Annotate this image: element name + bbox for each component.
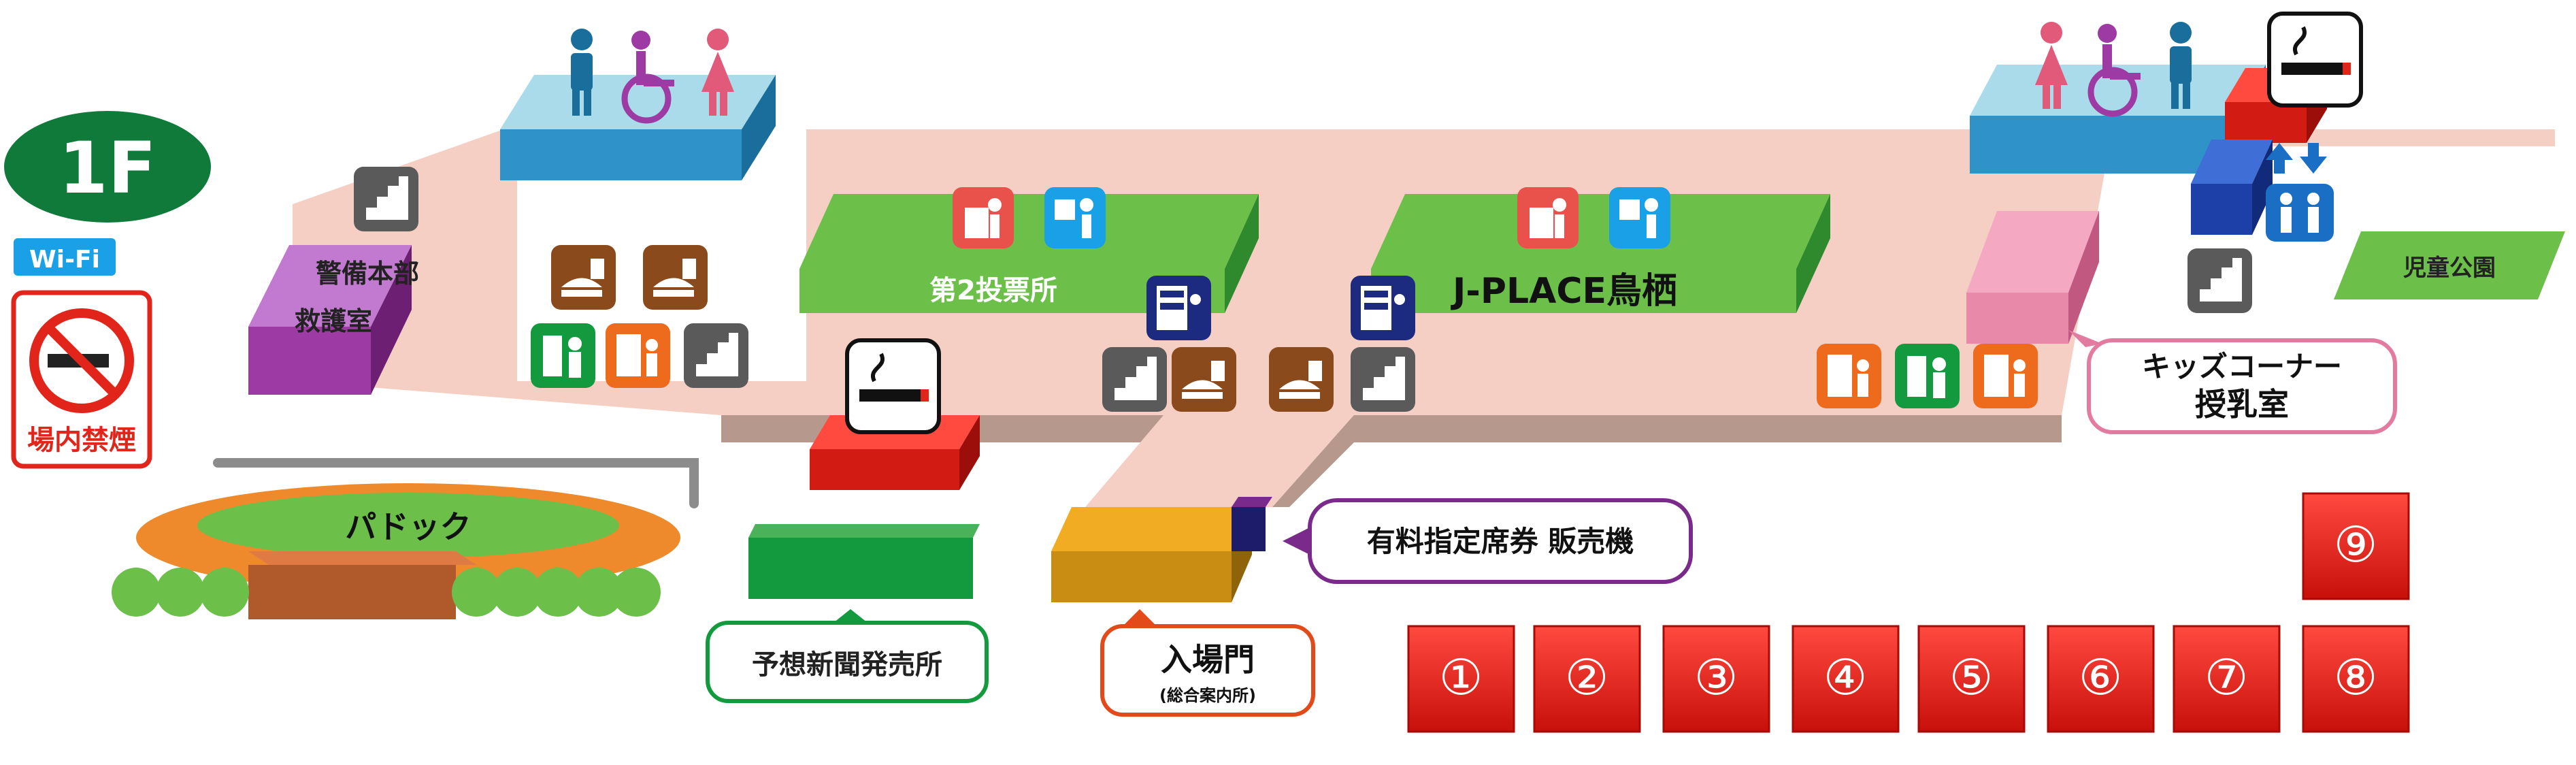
second-betting-label: 第2投票所 (929, 275, 1057, 306)
wifi-label: Wi-Fi (29, 246, 100, 274)
restroom-block-left (500, 75, 776, 180)
stand-section-6[interactable]: ⑥ (2047, 625, 2155, 733)
male-toilet-icon (571, 29, 593, 116)
food-icon-3 (1172, 347, 1236, 412)
no-smoking-badge: 場内禁煙 (11, 290, 152, 469)
stand-section-3[interactable]: ③ (1662, 625, 1770, 733)
reserved-seat-label: 有料指定席券 販売機 (1367, 525, 1634, 558)
food-icon-4 (1269, 347, 1334, 412)
first-aid-label: 救護室 (295, 306, 372, 336)
elevator-hall-right (2191, 140, 2273, 235)
paddock-label: パドック (345, 508, 471, 545)
nursing-room-label: 授乳室 (2195, 386, 2289, 423)
newspaper-stand (748, 524, 980, 599)
stand-section-label: ⑤ (1949, 649, 1994, 706)
male-toilet-icon-right (2170, 22, 2192, 109)
stand-section-1[interactable]: ① (1407, 625, 1515, 733)
female-toilet-icon-right (2035, 22, 2068, 109)
elevator-icon (2266, 143, 2334, 242)
wheelchair-toilet-icon-right (2087, 24, 2141, 117)
stand-section-4[interactable]: ④ (1791, 625, 1900, 733)
newspaper-label: 予想新聞発売所 (752, 649, 942, 681)
newspaper-callout[interactable]: 予想新聞発売所 (706, 609, 989, 703)
stairs-icon-5 (2187, 248, 2252, 313)
stairs-icon-2 (684, 323, 748, 388)
atm-icon (531, 323, 595, 388)
floor-badge: 1F (4, 111, 211, 223)
jplace-hall: J-PLACE鳥栖 (1371, 194, 1830, 313)
vending-icon (606, 323, 670, 388)
kids-corner-callout[interactable]: キッズコーナー 授乳室 (2068, 330, 2397, 434)
food-icon-2 (643, 245, 708, 310)
stand-section-label: ③ (1694, 649, 1738, 706)
entrance-callout[interactable]: 入場門 (総合案内所) (1100, 609, 1315, 717)
vending-icon-3 (1973, 344, 2038, 408)
stand-section-label: ⑥ (2079, 649, 2123, 706)
wheelchair-toilet-icon (621, 31, 674, 124)
wifi-badge: Wi-Fi (14, 238, 116, 276)
stairs-icon (354, 167, 418, 231)
stand-section-7[interactable]: ⑦ (2173, 625, 2281, 733)
stand-section-label: ④ (1823, 649, 1868, 706)
ticket-machine-icon (1146, 276, 1211, 340)
betting-machine-icon-2 (1517, 187, 1579, 248)
female-toilet-icon (701, 29, 734, 116)
stand-section-2[interactable]: ② (1533, 625, 1641, 733)
smoking-area-icon-right (2267, 12, 2363, 108)
entrance-gate (1051, 497, 1272, 602)
stand-section-label: ⑧ (2334, 649, 2378, 706)
kids-corner-label: キッズコーナー (2142, 350, 2342, 383)
ticket-machine-icon-2 (1351, 276, 1415, 340)
betting-machine-icon (953, 187, 1014, 248)
floor-label: 1F (59, 127, 156, 210)
stand-section-label: ⑨ (2334, 516, 2378, 573)
payout-machine-icon (1044, 187, 1106, 248)
stand-section-label: ⑦ (2205, 649, 2249, 706)
kids-corner-block (1966, 211, 2099, 344)
stand-sections: ① ② ③ ④ ⑤ ⑥ ⑦ ⑧ ⑨ (1407, 492, 2410, 733)
food-icon (551, 245, 616, 310)
info-desk-label: (総合案内所) (1159, 686, 1256, 705)
security-hq-label: 警備本部 (316, 259, 419, 289)
stand-section-label: ② (1565, 649, 1609, 706)
reserved-seat-callout[interactable]: 有料指定席券 販売機 (1283, 498, 1693, 584)
stairs-icon-3 (1102, 347, 1167, 412)
payout-machine-icon-2 (1609, 187, 1670, 248)
kids-park: 児童公園 (2334, 231, 2565, 299)
stand-section-label: ① (1439, 649, 1483, 706)
vending-icon-2 (1817, 344, 1881, 408)
smoking-area-icon (845, 338, 941, 434)
atm-icon-2 (1895, 344, 1960, 408)
stand-section-9[interactable]: ⑨ (2302, 492, 2410, 600)
paddock-shrubs (112, 568, 661, 617)
security-first-aid-block: 警備本部 救護室 (248, 245, 419, 395)
kids-park-label: 児童公園 (2403, 255, 2496, 282)
paddock: パドック (112, 458, 699, 619)
no-smoking-label: 場内禁煙 (27, 425, 136, 456)
stand-section-8[interactable]: ⑧ (2302, 625, 2410, 733)
jplace-label: J-PLACE鳥栖 (1451, 271, 1677, 312)
stairs-icon-4 (1351, 347, 1415, 412)
stand-section-5[interactable]: ⑤ (1917, 625, 2026, 733)
entrance-label: 入場門 (1161, 641, 1255, 678)
